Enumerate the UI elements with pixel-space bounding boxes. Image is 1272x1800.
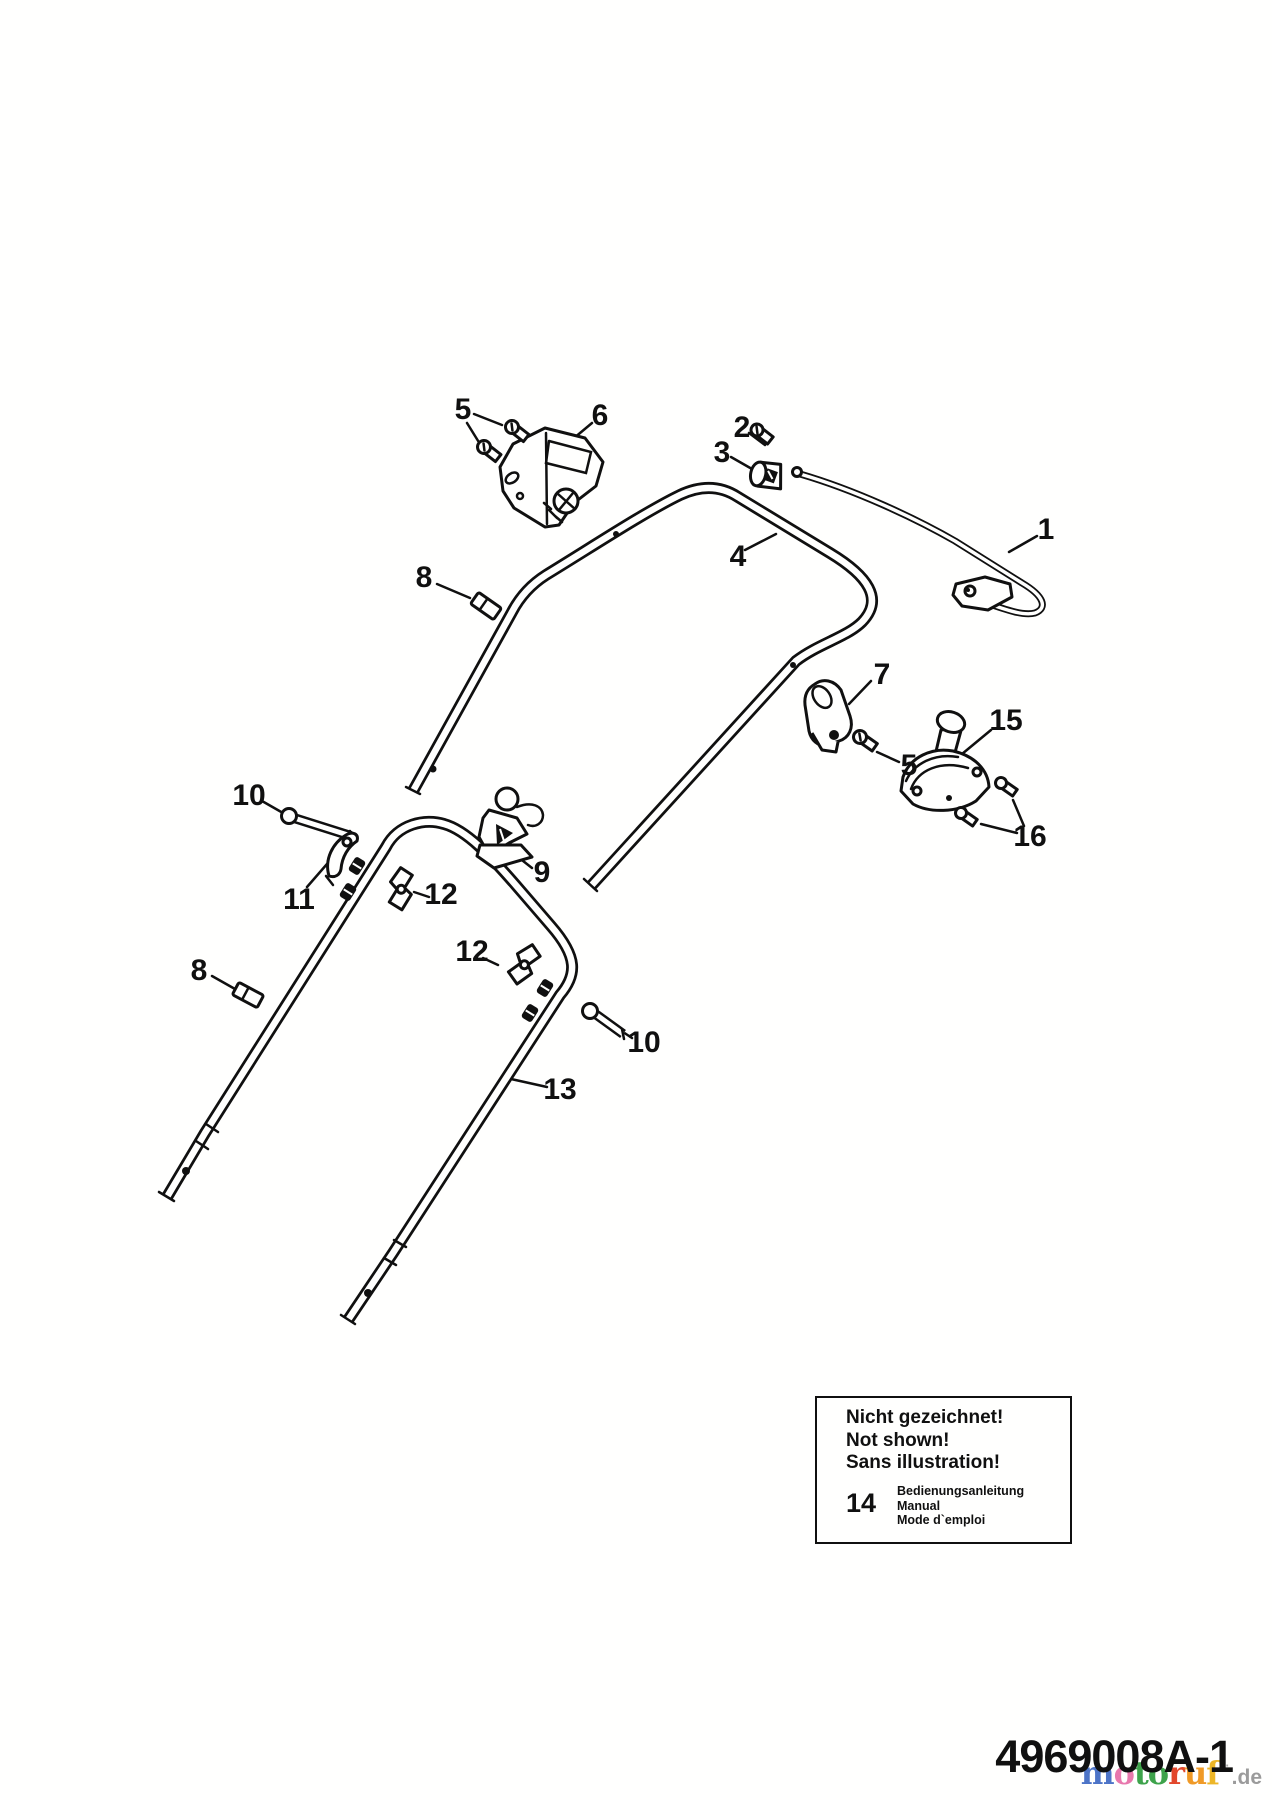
callout-part-10-a: 10	[232, 779, 266, 812]
note-item-name-de: Bedienungsanleitung	[897, 1484, 1025, 1498]
screw-16b	[954, 806, 979, 828]
clip-12b	[506, 943, 542, 986]
note-line-english: Not shown!	[846, 1429, 950, 1451]
watermark-letter: m	[1080, 1754, 1115, 1792]
watermark-letter: u	[1183, 1754, 1207, 1792]
cable-guide-9	[475, 786, 545, 870]
upper-handlebar	[404, 488, 872, 893]
document-number: 4969008A-1	[995, 1731, 1234, 1782]
watermark-letter: o	[1113, 1754, 1135, 1792]
callout-part-15: 15	[989, 704, 1023, 737]
callout-part-8-b: 8	[190, 954, 208, 987]
bolt-10b	[581, 1002, 625, 1041]
callout-part-9: 9	[533, 856, 551, 889]
callout-part-6: 6	[591, 399, 609, 432]
watermark-letter: r	[1168, 1754, 1185, 1792]
note-item-name-en: Manual	[897, 1498, 941, 1513]
motoruf-watermark: motoruf··.de	[1081, 1757, 1262, 1789]
clamp-3	[748, 460, 783, 491]
screw-16a	[994, 776, 1019, 798]
watermark-letter: o	[1147, 1754, 1169, 1792]
callout-part-11: 11	[283, 883, 315, 916]
plug-8b	[231, 981, 265, 1009]
watermark-letter: t	[1133, 1754, 1149, 1792]
note-line-german: Nicht gezeichnet!	[846, 1407, 1004, 1428]
callout-part-2: 2	[733, 411, 751, 444]
note-item-name-fr: Mode d`emploi	[897, 1513, 986, 1527]
callout-part-5-a: 5	[454, 393, 472, 426]
throttle-lever	[899, 710, 991, 812]
cable-bail	[791, 466, 1043, 614]
watermark-letter: f	[1206, 1754, 1220, 1792]
note-line-french: Sans illustration!	[846, 1452, 1001, 1473]
callout-part-10-b: 10	[627, 1026, 661, 1059]
bolt-10a	[280, 807, 353, 843]
cable-clip-marks	[339, 857, 554, 1022]
callout-part-12-b: 12	[455, 935, 489, 968]
callout-part-16: 16	[1013, 820, 1047, 853]
callout-part-7: 7	[873, 658, 891, 691]
screw-5a	[504, 419, 531, 444]
switch-housing	[498, 426, 605, 529]
screw-5c	[852, 729, 879, 753]
callout-part-4: 4	[729, 540, 747, 573]
callout-part-12-a: 12	[424, 878, 458, 911]
watermark-tm-dots: ··	[1218, 1758, 1232, 1773]
screw-5b	[476, 439, 503, 464]
callout-part-13: 13	[543, 1073, 577, 1106]
callout-part-1: 1	[1037, 513, 1055, 546]
callout-part-3: 3	[713, 436, 731, 469]
bracket-11	[324, 831, 359, 887]
screw-2	[749, 422, 775, 446]
callout-part-5-b: 5	[900, 749, 918, 782]
clamp-7	[803, 679, 853, 754]
watermark-suffix: .de	[1231, 1766, 1262, 1789]
lower-handlebar	[157, 822, 572, 1324]
note-item-number: 14	[846, 1488, 877, 1518]
callout-part-8-a: 8	[415, 561, 433, 594]
clip-12a	[387, 866, 414, 912]
not-shown-box: Nicht gezeichnet! Not shown! Sans illust…	[815, 1396, 1072, 1544]
plug-8a	[469, 591, 503, 621]
